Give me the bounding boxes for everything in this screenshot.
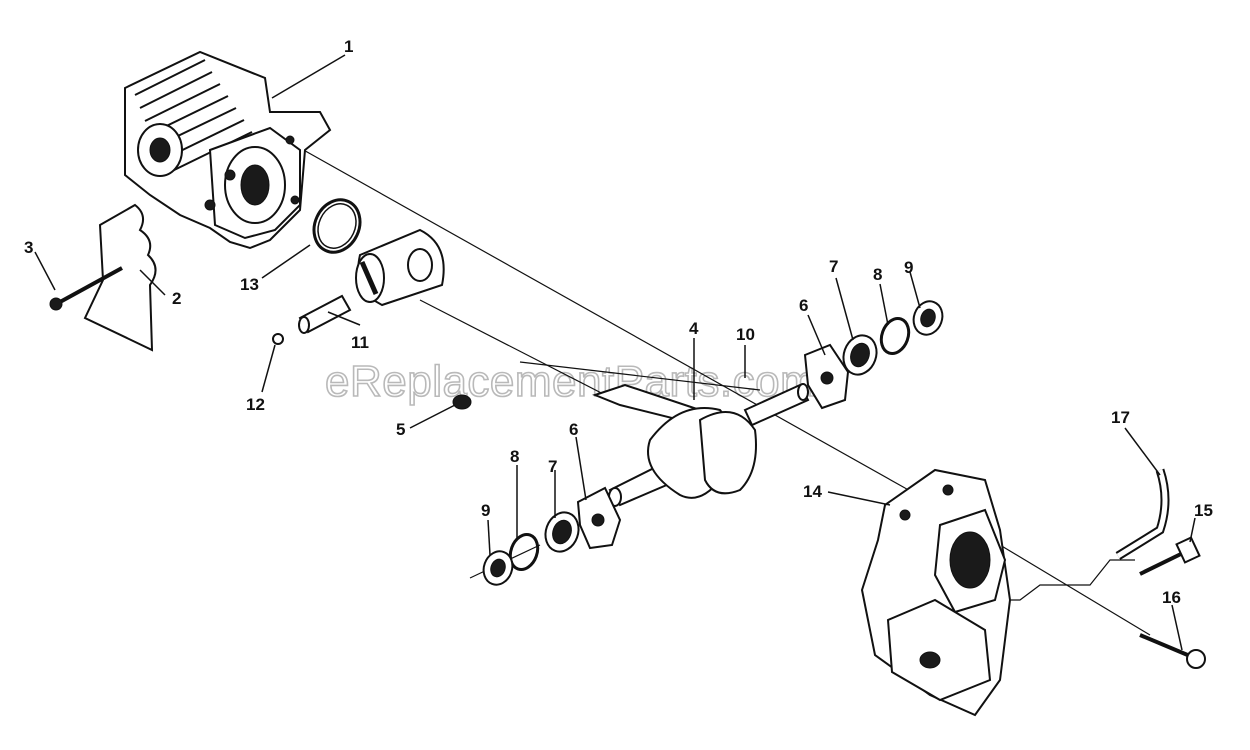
callout-9-right: 9 <box>904 258 913 277</box>
callout-12: 12 <box>246 395 265 414</box>
callout-16: 16 <box>1162 588 1181 607</box>
callout-10: 10 <box>736 325 755 344</box>
cylinder <box>124 50 332 250</box>
callout-15: 15 <box>1194 501 1213 520</box>
callout-7-left: 7 <box>548 457 557 476</box>
needle-bearing-5 <box>452 394 472 410</box>
callout-3: 3 <box>24 238 33 257</box>
callout-13: 13 <box>240 275 259 294</box>
bearing-right <box>842 334 878 376</box>
callout-labels: 1 2 3 4 5 6 6 7 7 8 8 9 9 10 11 12 13 14… <box>24 37 1213 607</box>
bearing-left <box>544 511 580 553</box>
screw-16 <box>1139 633 1206 669</box>
piston-pin-clip <box>272 333 284 345</box>
seal-right <box>912 300 944 336</box>
callout-11: 11 <box>351 333 369 352</box>
retaining-ring-left <box>508 533 540 571</box>
crankshaft <box>608 383 810 507</box>
callout-8-left: 8 <box>510 447 519 466</box>
callout-7-right: 7 <box>829 257 838 276</box>
leader-lines <box>34 54 1196 651</box>
callout-1: 1 <box>344 37 353 56</box>
piston <box>355 228 445 307</box>
callout-5: 5 <box>396 420 405 439</box>
callout-6-left: 6 <box>569 420 578 439</box>
callout-8-right: 8 <box>873 265 882 284</box>
screw-3 <box>49 266 123 311</box>
seal-left <box>482 550 514 586</box>
retaining-ring-right <box>879 317 911 355</box>
callout-14: 14 <box>803 482 822 501</box>
callout-2: 2 <box>172 289 181 308</box>
callout-4: 4 <box>689 319 699 338</box>
fuel-line <box>1115 468 1170 560</box>
callout-17: 17 <box>1111 408 1130 427</box>
bearing-plate-left <box>576 486 622 550</box>
bearing-plate-right <box>803 343 850 410</box>
callout-9-left: 9 <box>481 501 490 520</box>
bolt-15 <box>1139 536 1201 576</box>
wrist-pin <box>298 294 352 334</box>
piston-ring <box>312 198 362 254</box>
heat-shield <box>83 203 157 352</box>
callout-6-right: 6 <box>799 296 808 315</box>
crankcase <box>860 468 1012 717</box>
watermark-text: eReplacementParts.com <box>325 357 817 406</box>
